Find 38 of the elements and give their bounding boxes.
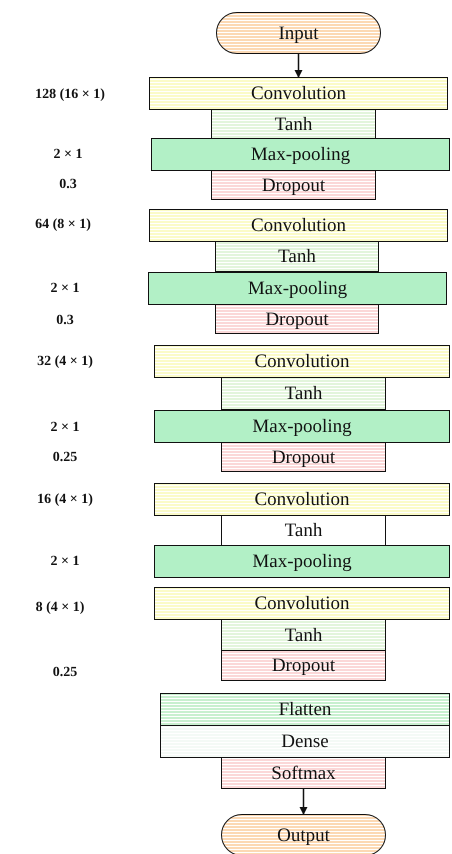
layer-box: Softmax (221, 757, 386, 789)
layer-box: Convolution (154, 587, 450, 620)
layer-box: Convolution (154, 345, 450, 378)
terminal-pill: Output (221, 814, 386, 854)
layer-box: Dropout (215, 304, 379, 334)
layer-box: Max-pooling (154, 545, 450, 578)
layer-box: Convolution (149, 77, 448, 110)
layer-box: Convolution (149, 209, 448, 242)
parameter-label: 0.3 (59, 177, 77, 193)
parameter-label: 0.3 (56, 313, 74, 329)
layer-box: Max-pooling (154, 410, 450, 443)
layer-box: Tanh (211, 109, 376, 139)
layer-box: Max-pooling (151, 138, 450, 171)
parameter-label: 2 × 1 (50, 554, 80, 570)
layer-box: Tanh (221, 619, 386, 651)
parameter-label: 0.25 (52, 450, 78, 466)
parameter-label: 64 (8 × 1) (35, 217, 91, 233)
parameter-label: 2 × 1 (50, 420, 80, 436)
layer-box: Convolution (154, 483, 450, 516)
layer-box: Dropout (221, 442, 386, 472)
parameter-label: 16 (4 × 1) (37, 492, 93, 508)
layer-box: Tanh (221, 515, 386, 546)
arrow (300, 789, 308, 815)
parameter-label: 2 × 1 (50, 281, 80, 297)
layer-box: Dense (160, 725, 450, 758)
layer-box: Dropout (211, 170, 376, 200)
arrow (294, 54, 302, 78)
parameter-label: 0.25 (52, 665, 78, 681)
layer-box: Dropout (221, 650, 386, 681)
parameter-label: 32 (4 × 1) (37, 354, 93, 370)
terminal-pill: Input (216, 12, 381, 54)
parameter-label: 128 (16 × 1) (35, 87, 105, 103)
layer-box: Max-pooling (148, 272, 447, 305)
layer-box: Flatten (160, 693, 450, 726)
parameter-label: 2 × 1 (54, 147, 82, 163)
layer-box: Tanh (215, 241, 379, 272)
parameter-label: 8 (4 × 1) (36, 600, 84, 616)
layer-box: Tanh (221, 377, 386, 410)
